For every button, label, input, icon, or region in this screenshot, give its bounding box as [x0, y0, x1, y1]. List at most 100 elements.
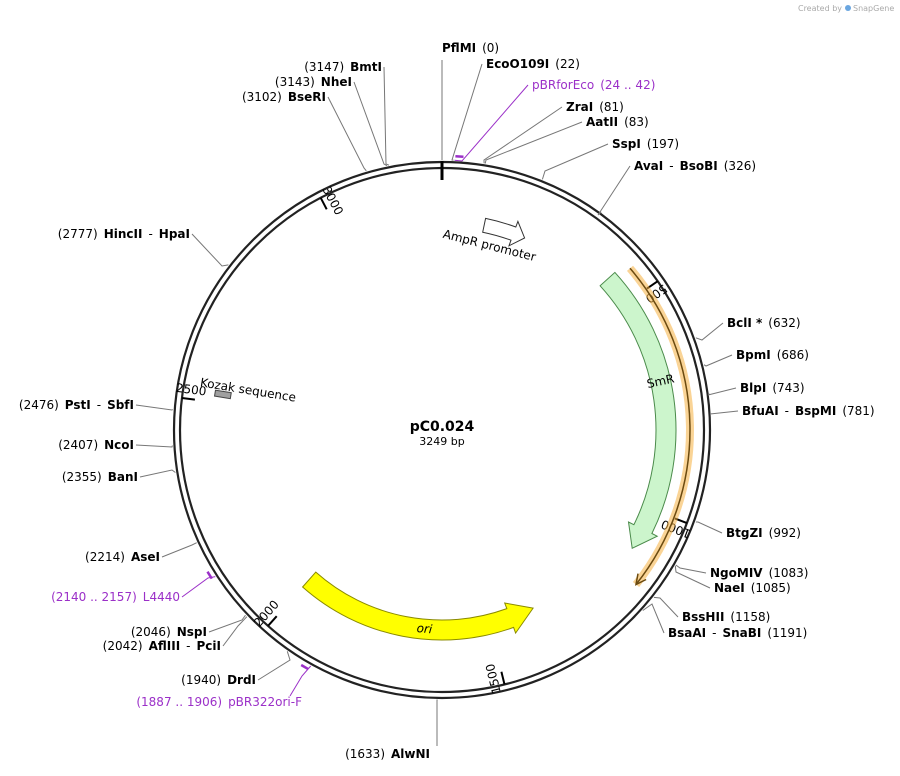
- site-label[interactable]: (2042)AflIII-PciI: [103, 639, 221, 653]
- site-label[interactable]: EcoO109I (22): [486, 57, 580, 71]
- site-enzyme-name: PstI: [65, 398, 91, 412]
- site-label[interactable]: (2777) HincII-HpaI: [58, 227, 190, 241]
- site-position: L4440: [143, 590, 180, 604]
- smr-arrow[interactable]: [599, 271, 677, 550]
- site-position: (22): [555, 57, 580, 71]
- site-label[interactable]: (2214) AseI: [85, 550, 160, 564]
- site-leader-line: [674, 565, 711, 589]
- ampr-promoter-arrow[interactable]: [482, 217, 526, 247]
- site-position: -: [785, 404, 789, 418]
- site-position: (2476): [19, 398, 59, 412]
- site-leader-line: [541, 143, 609, 180]
- site-label[interactable]: (2140 .. 2157) L4440: [51, 590, 180, 604]
- site-leader-line: [675, 564, 707, 574]
- site-position: (2214): [85, 550, 125, 564]
- site-position: (3147): [304, 60, 344, 74]
- kozak-box[interactable]: [213, 389, 232, 400]
- site-leaders: [135, 60, 739, 746]
- site-leader-line: [703, 354, 733, 367]
- site-enzyme-name: NspI: [177, 625, 207, 639]
- site-enzyme-name: BanI: [108, 470, 138, 484]
- site-leader-line: [161, 542, 197, 558]
- site-leader-line: [484, 121, 583, 164]
- site-label[interactable]: (2355)BanI: [62, 470, 138, 484]
- site-label[interactable]: ZraI(81): [566, 100, 624, 114]
- site-position: (1633): [345, 747, 385, 761]
- site-label[interactable]: AvaI-BsoBI(326): [634, 159, 756, 173]
- site-label[interactable]: BsaAI-SnaBI(1191): [668, 626, 807, 640]
- site-label[interactable]: BfuAI-BspMI(781): [742, 404, 875, 418]
- site-label[interactable]: SspI(197): [612, 137, 679, 151]
- scale-tick-label: 2500: [175, 381, 207, 399]
- site-position: -: [148, 227, 152, 241]
- site-position: (2140 .. 2157): [51, 590, 137, 604]
- site-leader-line: [436, 699, 438, 746]
- ori-arrow[interactable]: [301, 571, 534, 641]
- site-position: (686): [777, 348, 809, 362]
- site-leader-line: [695, 521, 723, 534]
- site-enzyme-name: BtgZI: [726, 526, 763, 540]
- site-leader-line: [483, 106, 563, 164]
- site-enzyme-name: EcoO109I: [486, 57, 549, 71]
- site-enzyme-name: ZraI: [566, 100, 593, 114]
- site-position: pBRforEco: [532, 78, 594, 92]
- site-leader-line: [135, 444, 173, 448]
- site-enzyme-name: BsaAI: [668, 626, 706, 640]
- site-label[interactable]: (2407)NcoI: [58, 438, 134, 452]
- site-enzyme-name: BsoBI: [680, 159, 718, 173]
- site-enzyme-name: AatII: [586, 115, 618, 129]
- site-label[interactable]: (1887 .. 1906)pBR322ori-F: [136, 695, 302, 709]
- site-label[interactable]: (2046)NspI: [131, 625, 207, 639]
- site-label[interactable]: BpmI (686): [736, 348, 809, 362]
- site-enzyme-name: NgoMIV: [710, 566, 763, 580]
- site-position: (743): [772, 381, 804, 395]
- site-position: (1085): [751, 581, 791, 595]
- site-leader-line: [208, 614, 246, 633]
- site-position: -: [97, 398, 101, 412]
- site-label[interactable]: NgoMIV(1083): [710, 566, 808, 580]
- site-position: (24 .. 42): [600, 78, 655, 92]
- site-label[interactable]: PflMI(0): [442, 41, 499, 55]
- site-position: pBR322ori-F: [228, 695, 302, 709]
- site-label[interactable]: (1940)DrdI: [181, 673, 256, 687]
- site-enzyme-name: SnaBI: [722, 626, 761, 640]
- site-label[interactable]: (3143)NheI: [275, 75, 352, 89]
- site-label[interactable]: (3147) BmtI: [304, 60, 382, 74]
- site-enzyme-name: AlwNI: [391, 747, 430, 761]
- site-leader-line: [139, 469, 176, 478]
- site-label[interactable]: BlpI(743): [740, 381, 805, 395]
- site-leader-line: [191, 233, 229, 267]
- site-enzyme-name: BspMI: [795, 404, 836, 418]
- site-label[interactable]: (3102)BseRI: [242, 90, 326, 104]
- site-leader-line: [135, 404, 174, 411]
- site-label[interactable]: (1633) AlwNI: [345, 747, 430, 761]
- site-enzyme-name: BpmI: [736, 348, 771, 362]
- site-position: (632): [768, 316, 800, 330]
- site-leader-line: [642, 603, 665, 634]
- site-label[interactable]: NaeI(1085): [714, 581, 791, 595]
- snapgene-logo-icon: [845, 5, 851, 11]
- site-label[interactable]: BtgZI(992): [726, 526, 801, 540]
- site-enzyme-name: BmtI: [350, 60, 382, 74]
- site-enzyme-name: PflMI: [442, 41, 476, 55]
- site-label[interactable]: (2476)PstI-SbfI: [19, 398, 134, 412]
- site-label[interactable]: AatII(83): [586, 115, 649, 129]
- site-leader-line: [289, 665, 312, 697]
- site-position: (2777): [58, 227, 98, 241]
- watermark-prefix: Created by: [798, 4, 842, 13]
- site-enzyme-name: HincII: [104, 227, 143, 241]
- site-position: (1940): [181, 673, 221, 687]
- site-leader-line: [383, 66, 390, 166]
- site-label[interactable]: pBRforEco (24 .. 42): [532, 78, 655, 92]
- site-enzyme-name: AseI: [131, 550, 160, 564]
- site-enzyme-name: NcoI: [104, 438, 134, 452]
- site-label[interactable]: BssHII(1158): [682, 610, 770, 624]
- scale-tick-mark: [500, 671, 506, 685]
- site-enzyme-name: AflIII: [149, 639, 181, 653]
- scale-tick-mark: [319, 197, 328, 210]
- site-enzyme-name: HpaI: [159, 227, 190, 241]
- site-enzyme-name: BseRI: [288, 90, 326, 104]
- site-leader-line: [451, 63, 483, 161]
- site-label[interactable]: BclI *(632): [727, 316, 801, 330]
- site-labels: PflMI(0) EcoO109I (22) pBRforEco (24 .. 42) Z…: [19, 41, 875, 761]
